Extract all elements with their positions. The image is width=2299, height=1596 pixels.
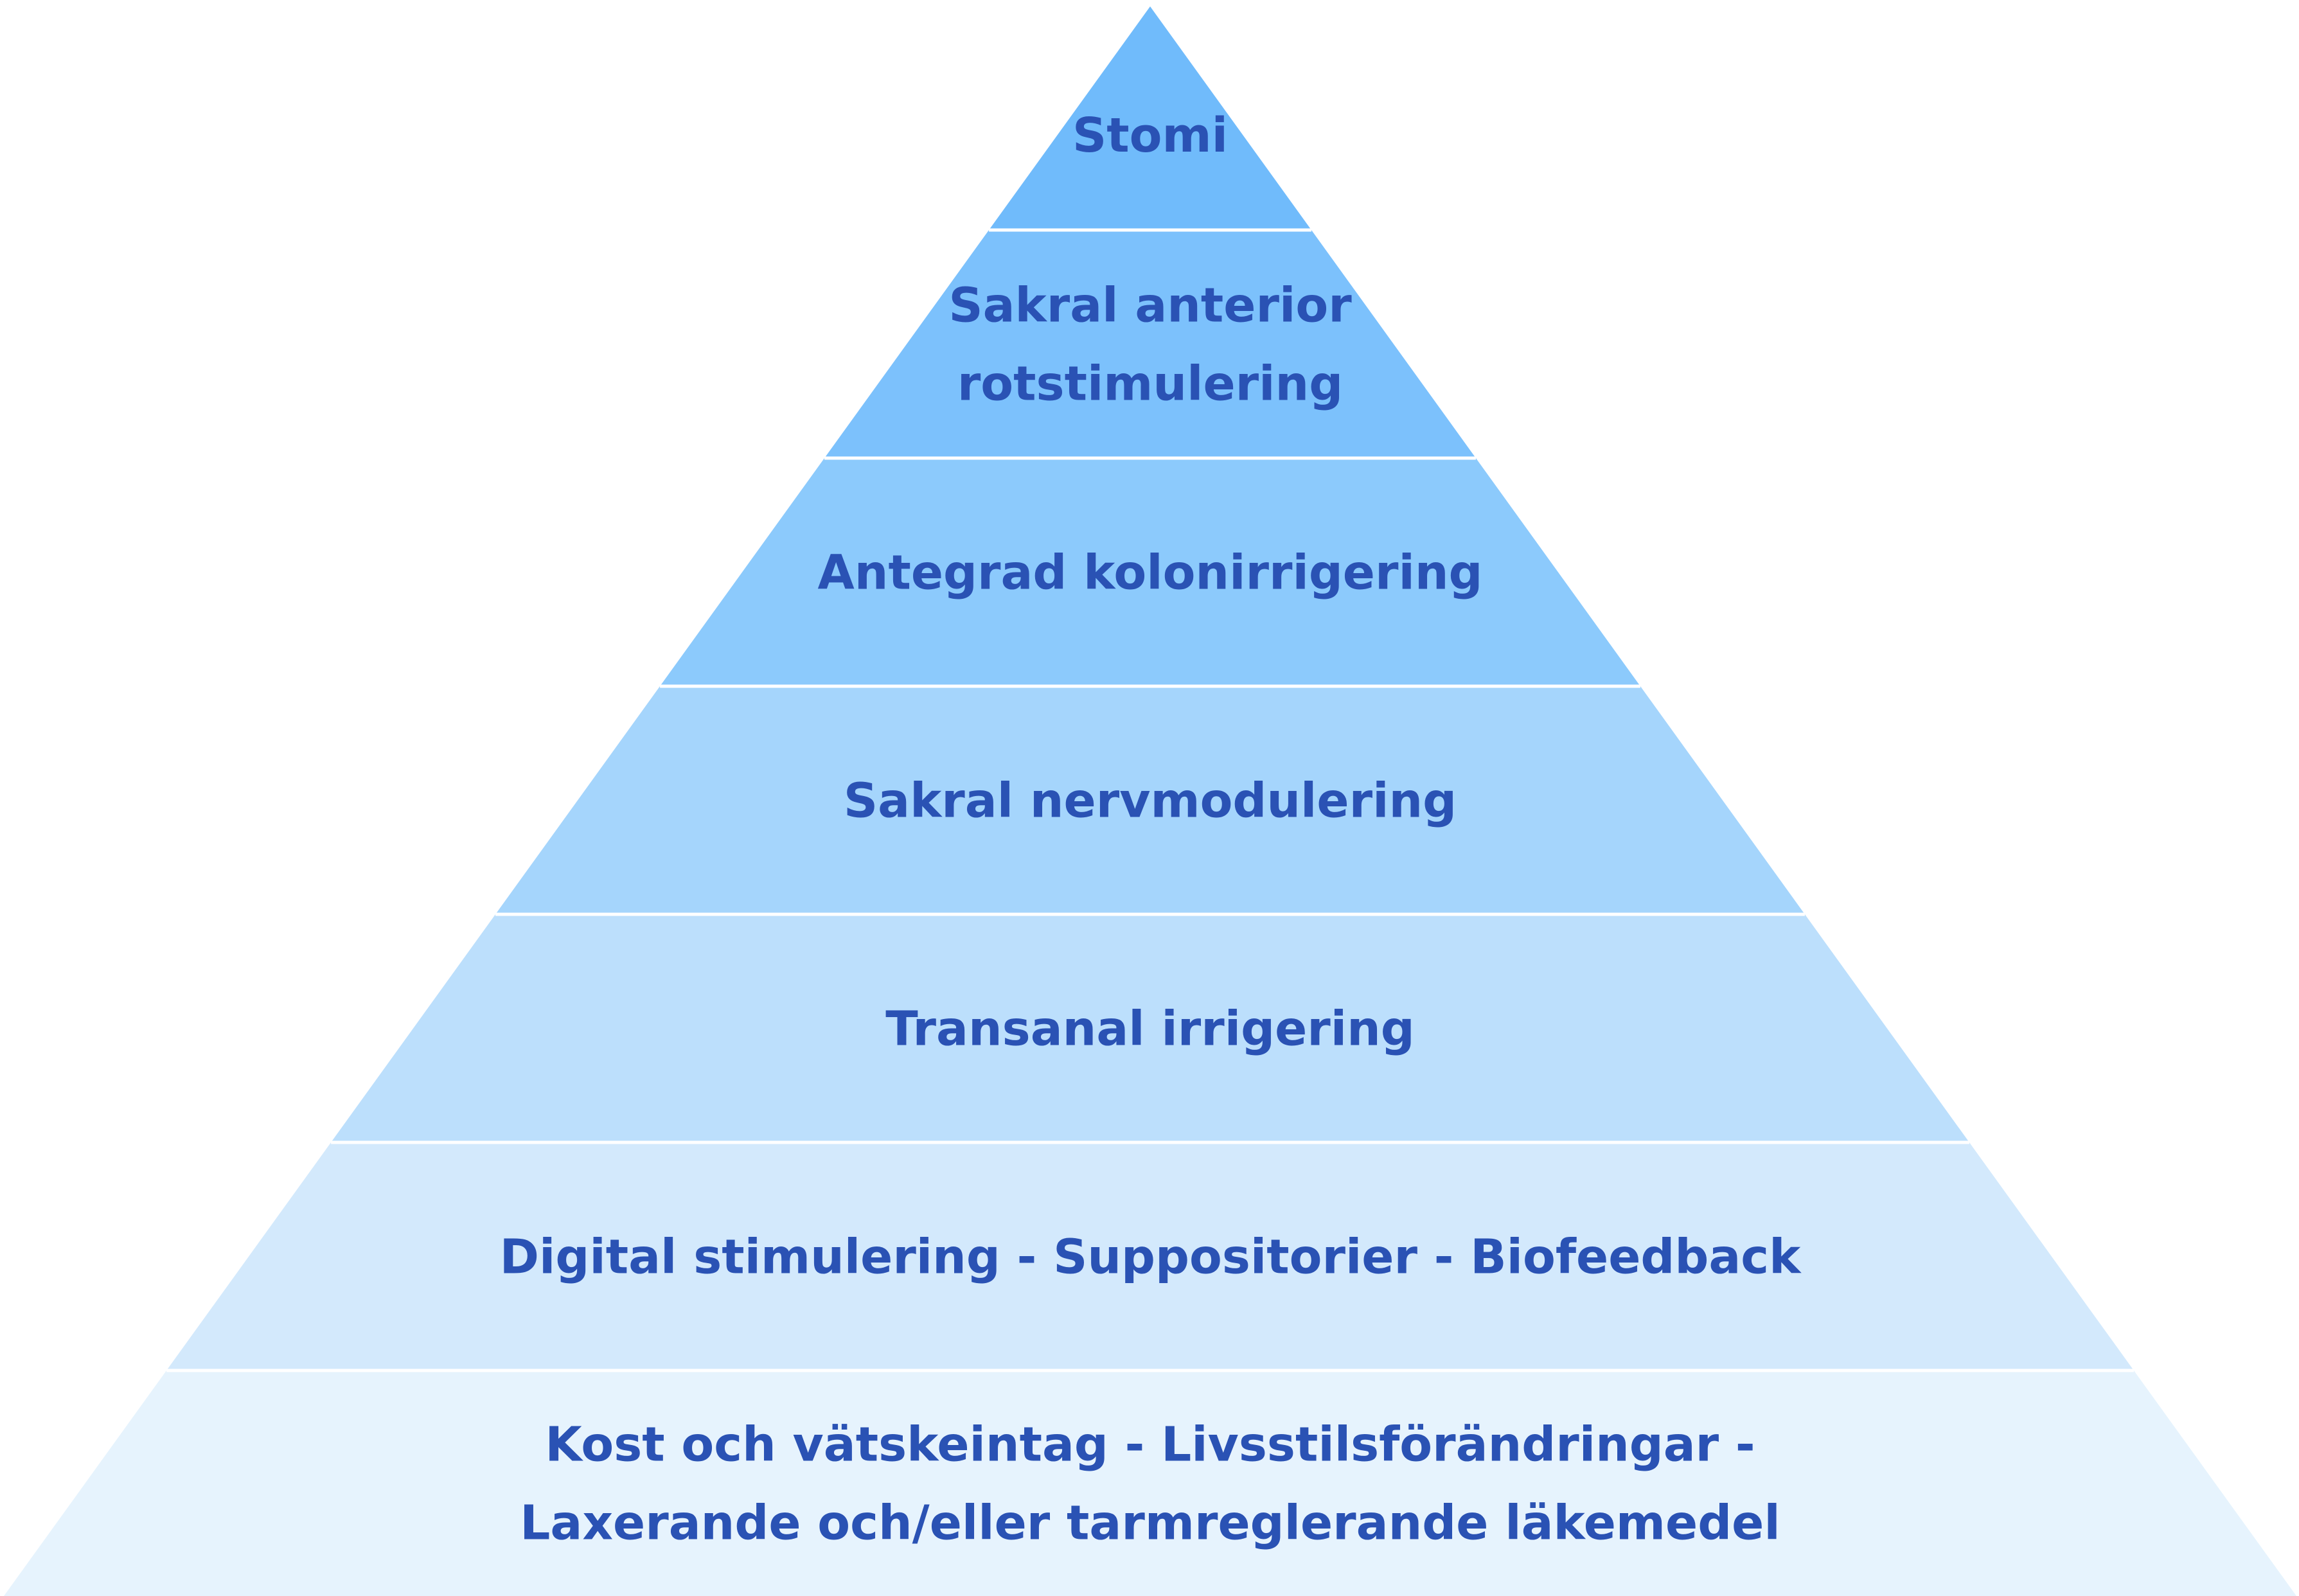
level-label-line: Digital stimulering - Suppositorier - Bi… [500, 1230, 1802, 1285]
level-dividers [166, 228, 2134, 1372]
level-label-line: Kost och vätskeintag - Livsstilsförändri… [545, 1417, 1755, 1473]
level-label-sakral-nervmodulering: Sakral nervmodulering [844, 774, 1457, 829]
level-label-line: Stomi [1072, 108, 1228, 163]
level-label-digital-stimulering: Digital stimulering - Suppositorier - Bi… [500, 1230, 1802, 1285]
level-label-line: Sakral anterior [948, 278, 1352, 333]
level-label-sakral-anterior-rotstimulering: Sakral anterior rotstimulering [948, 278, 1352, 412]
level-label-stomi: Stomi [1072, 108, 1228, 163]
level-label-transanal-irrigering: Transanal irrigering [885, 1002, 1415, 1057]
level-band-sakral-nervmodulering [495, 686, 1805, 914]
level-band-transanal-irrigering [331, 914, 1969, 1142]
level-band-antegrad-kolonirrigering [660, 458, 1640, 686]
level-label-line: Antegrad kolonirrigering [818, 545, 1483, 601]
level-label-line: Transanal irrigering [885, 1002, 1415, 1057]
level-label-kost-och-vatskeintag: Kost och vätskeintag - Livsstilsförändri… [520, 1417, 1780, 1551]
level-label-line: rotstimulering [957, 357, 1343, 412]
level-band-digital-stimulering [166, 1142, 2134, 1370]
level-band-stomi [989, 6, 1311, 230]
pyramid-levels [4, 6, 2296, 1596]
level-label-line: Sakral nervmodulering [844, 774, 1457, 829]
level-label-line: Laxerande och/eller tarmreglerande läkem… [520, 1496, 1780, 1551]
level-band-kost-och-vatskeintag [4, 1370, 2296, 1596]
level-band-sakral-anterior-rotstimulering [824, 230, 1476, 458]
level-label-antegrad-kolonirrigering: Antegrad kolonirrigering [818, 545, 1483, 601]
